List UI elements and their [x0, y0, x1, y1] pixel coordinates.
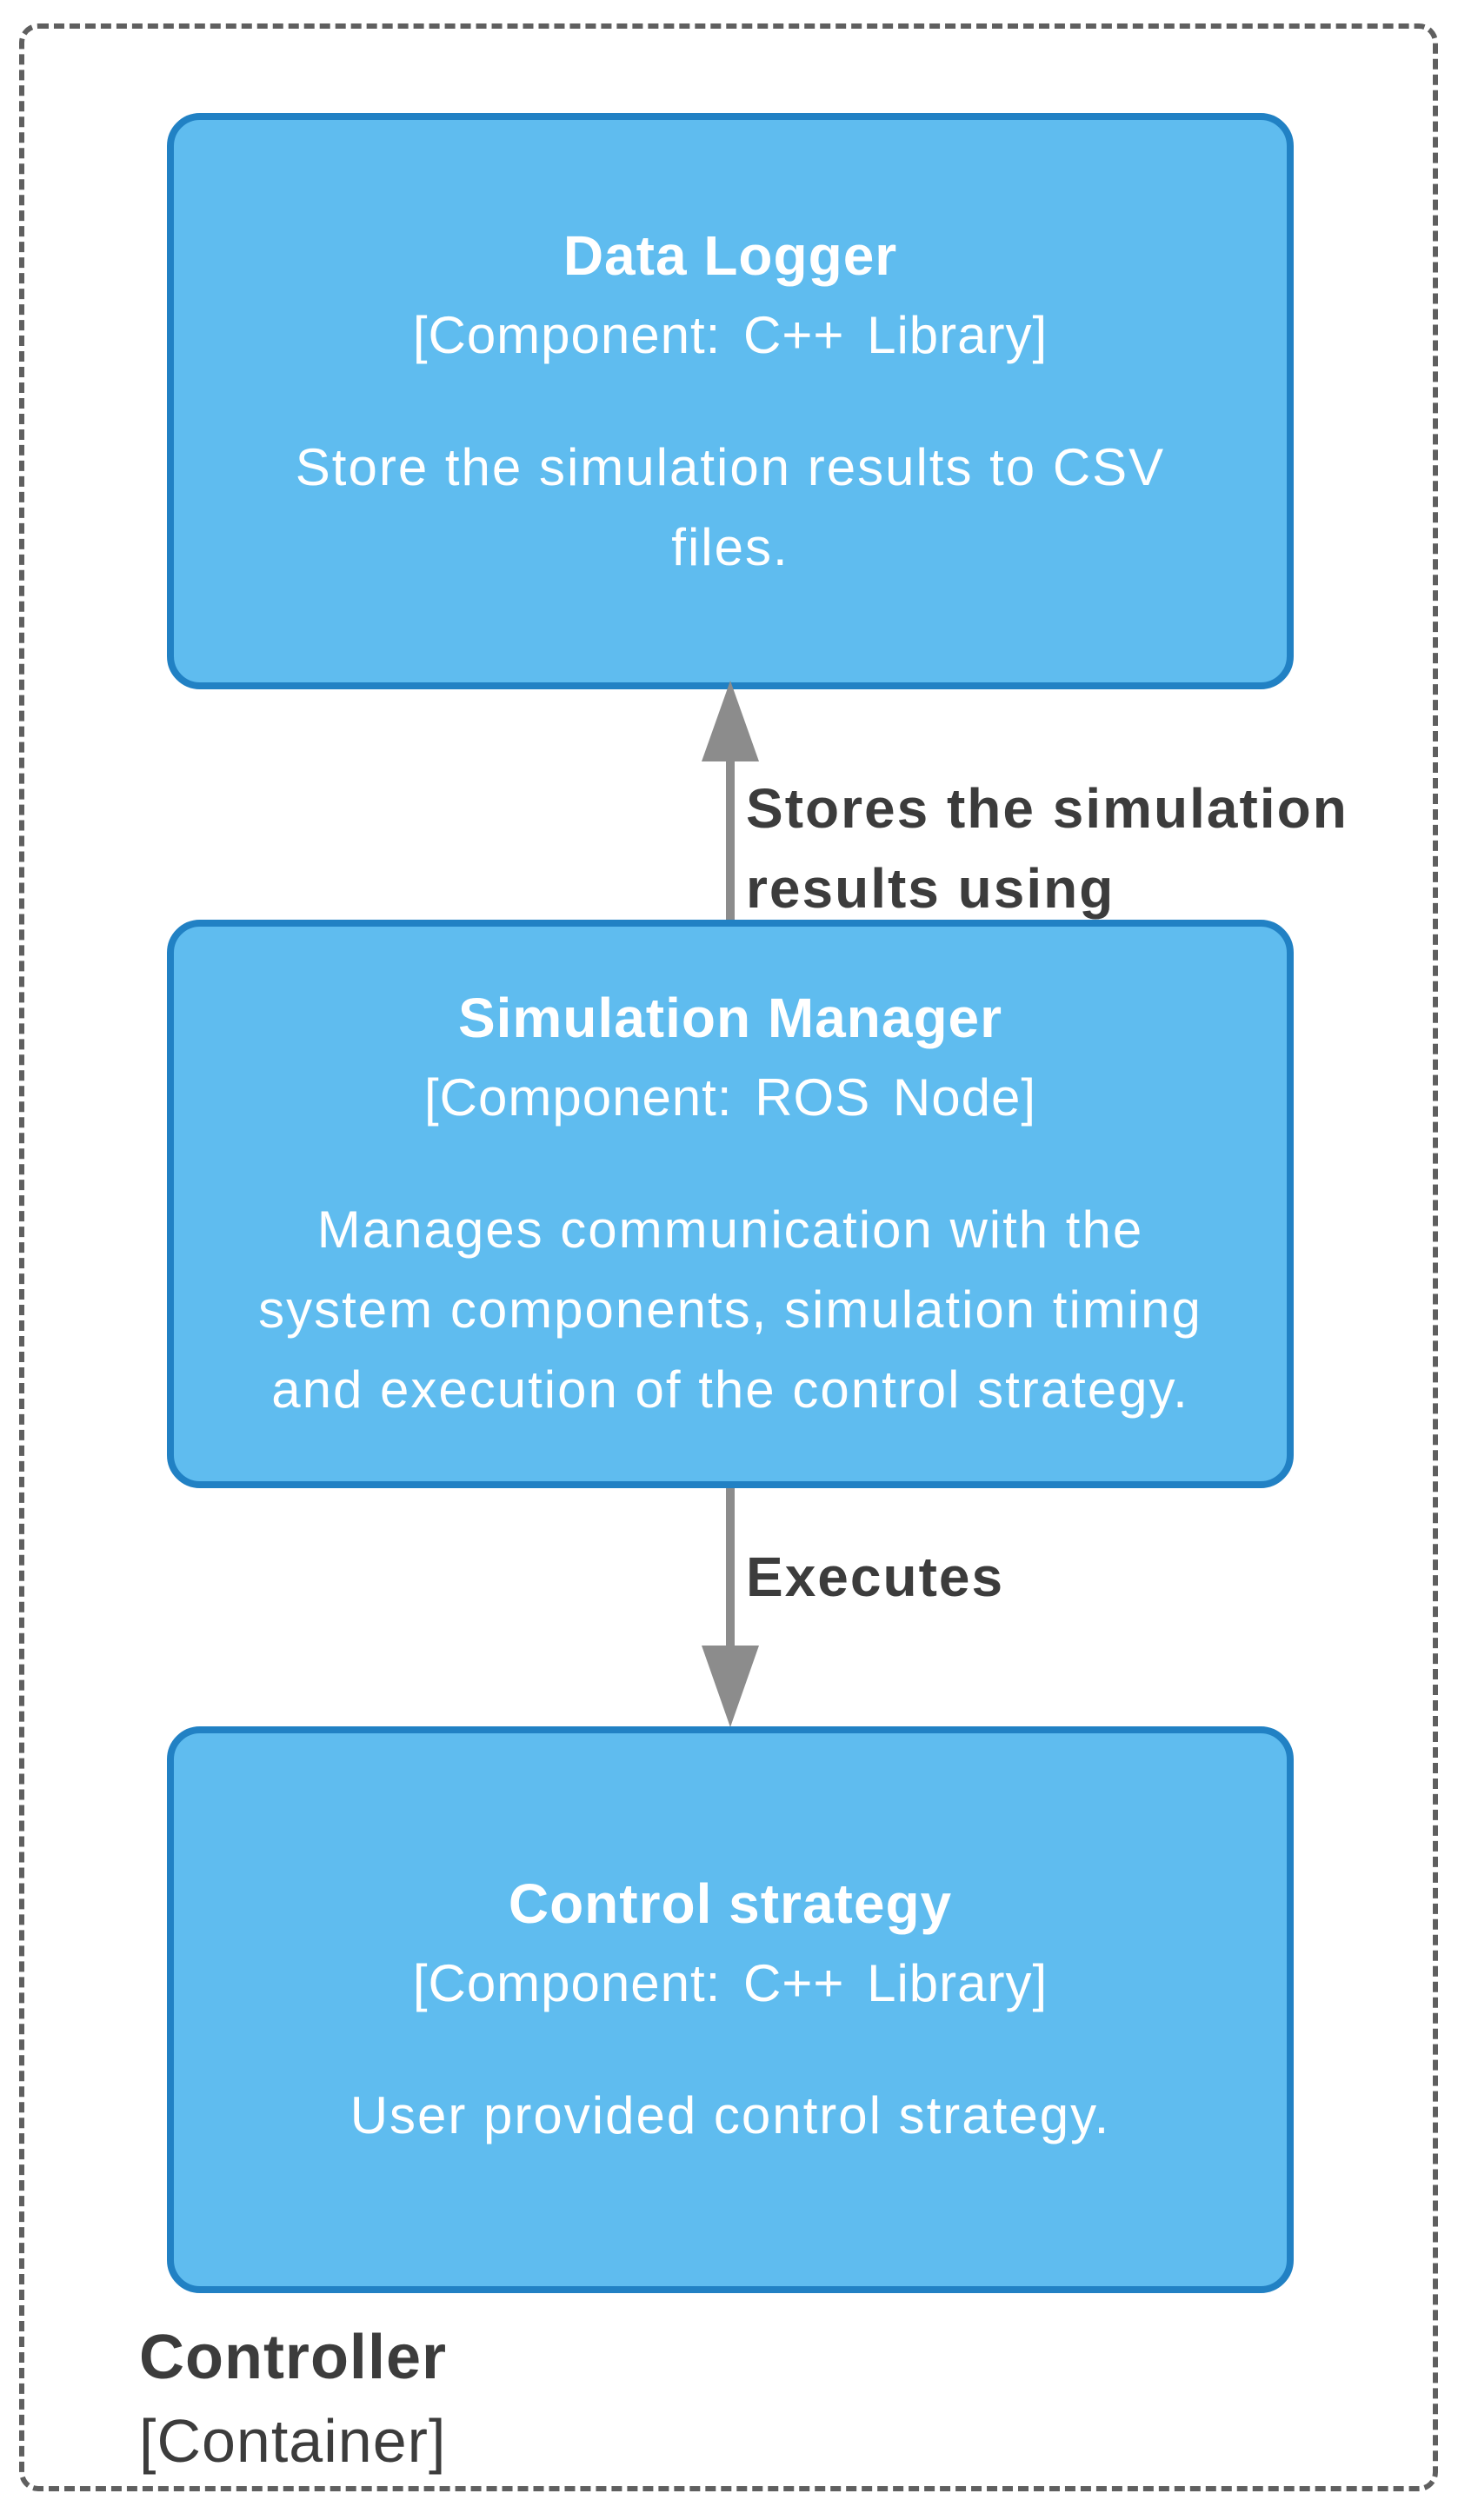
component-subtitle: [Component: ROS Node] [423, 1068, 1036, 1127]
arrow-down-head-icon [702, 1646, 759, 1727]
component-box-control-strategy: Control strategy [Component: C++ Library… [167, 1726, 1294, 2293]
arrow-down-line [726, 1488, 735, 1646]
container-name: Controller [139, 2323, 448, 2392]
container-boundary-dashed-border [19, 23, 1438, 2491]
relationship-label-line: Stores the simulation [746, 777, 1348, 840]
relationship-label-line: results using [746, 857, 1115, 920]
relationship-label-line: Executes [746, 1546, 1005, 1608]
component-title: Simulation Manager [457, 987, 1003, 1049]
component-title: Data Logger [563, 223, 898, 287]
relationship-label-executes: Executes [746, 1537, 1004, 1617]
component-subtitle: [Component: C++ Library] [412, 1954, 1049, 2012]
relationship-label-stores: Stores the simulation results using [746, 768, 1348, 928]
description-line: Store the simulation results to CSV [295, 437, 1166, 496]
container-type: [Container] [139, 2407, 447, 2475]
arrow-up-line [726, 761, 735, 921]
description-line: Manages communication with the [316, 1200, 1144, 1259]
component-description: Store the simulation results to CSV file… [296, 428, 1165, 588]
component-box-simulation-manager: Simulation Manager [Component: ROS Node]… [167, 920, 1294, 1488]
container-caption: Controller [Container] [139, 2316, 447, 2483]
component-title: Control strategy [508, 1872, 953, 1935]
component-description: Manages communication with the system co… [258, 1190, 1202, 1430]
component-description: User provided control strategy. [350, 2076, 1111, 2156]
component-subtitle: [Component: C++ Library] [412, 305, 1049, 364]
arrow-up-head-icon [702, 681, 759, 761]
description-line: User provided control strategy. [350, 2086, 1111, 2144]
description-line: and execution of the control strategy. [271, 1360, 1189, 1419]
component-box-data-logger: Data Logger [Component: C++ Library] Sto… [167, 113, 1294, 689]
description-line: system components, simulation timing [258, 1280, 1202, 1339]
description-line: files. [671, 517, 789, 576]
